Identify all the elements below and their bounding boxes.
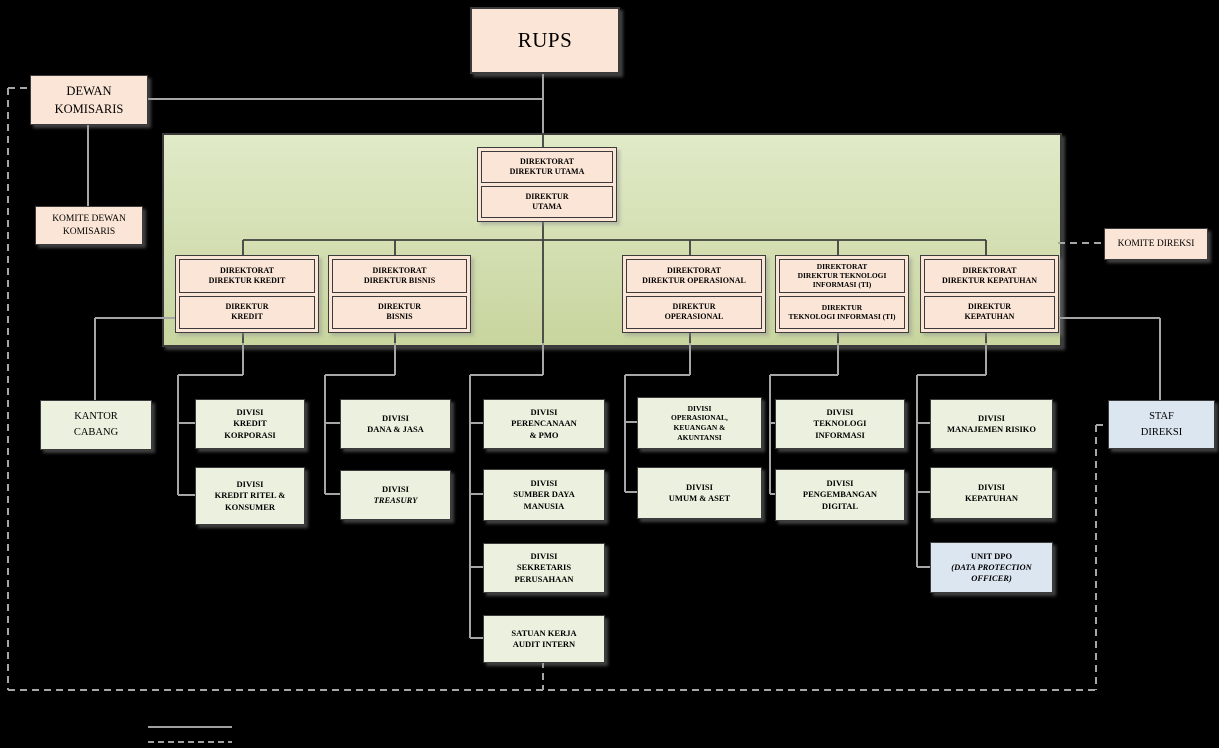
direktur-kepatuhan-title: DIREKTUR KEPATUHAN: [924, 295, 1055, 329]
divisi-teknologi-informasi-box: DIVISI TEKNOLOGI INFORMASI: [775, 399, 905, 449]
direktorat-bisnis-title: DIREKTORAT DIREKTUR BISNIS: [332, 259, 467, 293]
direktur-bisnis-title: DIREKTUR BISNIS: [332, 295, 467, 329]
direktorat-ti-title: DIREKTORAT DIREKTUR TEKNOLOGI INFORMASI …: [779, 259, 905, 293]
staf-direksi-box: STAF DIREKSI: [1108, 400, 1215, 449]
direktorat-kredit-box: DIREKTORAT DIREKTUR KREDIT DIREKTUR KRED…: [175, 255, 319, 333]
direktorat-kredit-title: DIREKTORAT DIREKTUR KREDIT: [179, 259, 315, 293]
direktorat-operasional-title: DIREKTORAT DIREKTUR OPERASIONAL: [626, 259, 762, 293]
divisi-kredit-ritel-konsumer-box: DIVISI KREDIT RITEL & KONSUMER: [195, 467, 305, 525]
unit-dpo-subtitle: (DATA PROTECTION OFFICER): [951, 561, 1032, 584]
divisi-dana-jasa-box: DIVISI DANA & JASA: [340, 399, 451, 449]
direktorat-utama-box: DIREKTORAT DIREKTUR UTAMA DIREKTUR UTAMA: [477, 147, 617, 222]
divisi-pengembangan-digital-box: DIVISI PENGEMBANGAN DIGITAL: [775, 469, 905, 521]
divisi-kepatuhan-box: DIVISI KEPATUHAN: [930, 467, 1053, 519]
direktorat-utama-title: DIREKTORAT DIREKTUR UTAMA: [481, 151, 613, 183]
divisi-kredit-korporasi-box: DIVISI KREDIT KORPORASI: [195, 399, 305, 449]
kantor-cabang-box: KANTOR CABANG: [40, 400, 152, 450]
divisi-operasional-keuangan-akuntansi-box: DIVISI OPERASIONAL, KEUANGAN & AKUNTANSI: [637, 397, 762, 449]
treasury-prefix: DIVISI: [382, 483, 409, 494]
divisi-treasury-box: DIVISI TREASURY: [340, 470, 451, 520]
direktur-operasional-title: DIREKTUR OPERASIONAL: [626, 295, 762, 329]
divisi-sumber-daya-manusia-box: DIVISI SUMBER DAYA MANUSIA: [483, 469, 605, 521]
direktorat-kepatuhan-box: DIREKTORAT DIREKTUR KEPATUHAN DIREKTUR K…: [920, 255, 1059, 333]
direktur-kredit-title: DIREKTUR KREDIT: [179, 295, 315, 329]
direktorat-ti-box: DIREKTORAT DIREKTUR TEKNOLOGI INFORMASI …: [775, 255, 909, 333]
dewan-komisaris-box: DEWAN KOMISARIS: [30, 75, 148, 125]
rups-box: RUPS: [470, 7, 620, 74]
unit-dpo-title: UNIT DPO: [970, 550, 1013, 561]
divisi-manajemen-risiko-box: DIVISI MANAJEMEN RISIKO: [930, 399, 1053, 449]
komite-dewan-komisaris-box: KOMITE DEWAN KOMISARIS: [35, 206, 143, 245]
direktorat-bisnis-box: DIREKTORAT DIREKTUR BISNIS DIREKTUR BISN…: [328, 255, 471, 333]
komite-direksi-box: KOMITE DIREKSI: [1104, 228, 1208, 260]
direktorat-kepatuhan-title: DIREKTORAT DIREKTUR KEPATUHAN: [924, 259, 1055, 293]
direktorat-operasional-box: DIREKTORAT DIREKTUR OPERASIONAL DIREKTUR…: [622, 255, 766, 333]
direktur-ti-title: DIREKTUR TEKNOLOGI INFORMASI (TI): [779, 295, 905, 329]
satuan-kerja-audit-intern-box: SATUAN KERJA AUDIT INTERN: [483, 615, 605, 663]
divisi-umum-aset-box: DIVISI UMUM & ASET: [637, 467, 762, 519]
divisi-sekretaris-perusahaan-box: DIVISI SEKRETARIS PERUSAHAAN: [483, 543, 605, 593]
direktur-utama-title: DIREKTUR UTAMA: [481, 186, 613, 218]
unit-dpo-box: UNIT DPO (DATA PROTECTION OFFICER): [930, 542, 1053, 593]
treasury-name: TREASURY: [373, 495, 418, 505]
divisi-perencanaan-pmo-box: DIVISI PERENCANAAN & PMO: [483, 399, 605, 449]
